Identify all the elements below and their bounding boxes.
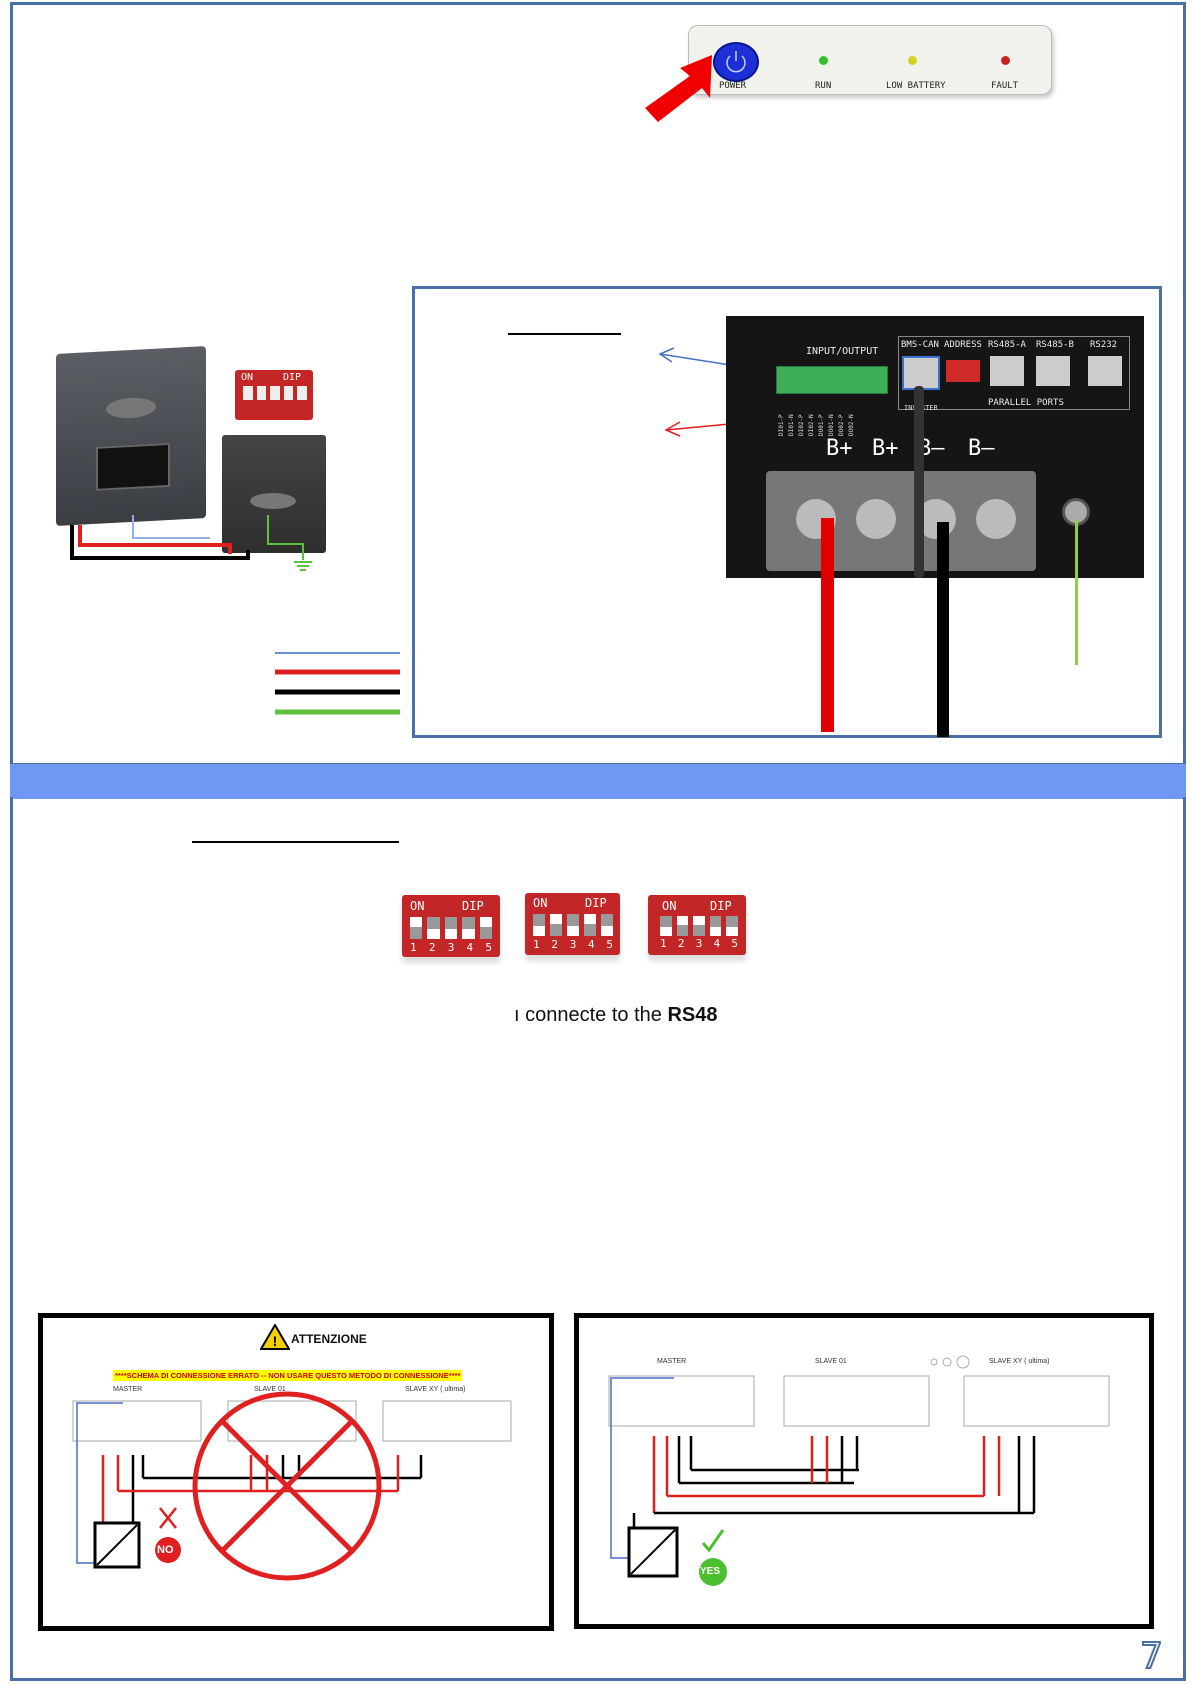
wrong-wiring-lines — [72, 1391, 512, 1581]
power-button[interactable] — [713, 42, 759, 82]
port-rs485-b: RS485-B — [1036, 340, 1074, 350]
port-rs232: RS232 — [1090, 340, 1118, 350]
dip-switches — [243, 386, 307, 400]
warning-banner: ****SCHEMA DI CONNESSIONE ERRATO -- NON … — [113, 1370, 463, 1381]
rs485-b-jack[interactable] — [1036, 356, 1070, 386]
fault-led — [1001, 56, 1010, 65]
bms-cable — [914, 386, 924, 578]
fragment-mid: to the — [611, 1004, 668, 1026]
io-pin: DO01-N — [828, 414, 835, 436]
io-pin: DO01-P — [818, 414, 825, 436]
body-text-fragment: ı connecte to the RS48 — [514, 1004, 718, 1027]
dip-dip-label: DIP — [462, 899, 484, 913]
power-label: POWER — [719, 81, 747, 91]
dip-dip-label: DIP — [283, 372, 302, 383]
io-pin: DI01-P — [778, 414, 785, 436]
io-terminal-block — [776, 366, 888, 394]
negative-cable — [937, 522, 949, 737]
heading-underline-2 — [192, 841, 399, 843]
ports-frame — [898, 336, 1130, 410]
led-panel: POWER RUN LOW BATTERY FAULT — [688, 25, 1052, 95]
rs232-jack[interactable] — [1088, 356, 1122, 386]
positive-cable — [821, 518, 834, 732]
parallel-ports-label: PARALLEL PORTS — [988, 398, 1064, 408]
dip-on-label: ON — [241, 372, 254, 383]
wrong-connection-diagram: ! ATTENZIONE ****SCHEMA DI CONNESSIONE E… — [38, 1313, 554, 1631]
power-icon — [726, 51, 746, 73]
correct-connection-diagram: MASTER SLAVE 01 SLAVE XY ( ultima) YES — [574, 1313, 1154, 1629]
battery-logo — [250, 493, 296, 509]
fragment-prefix: ı connecte — [514, 1004, 607, 1026]
ground-cable — [1075, 520, 1078, 665]
yes-badge: YES — [700, 1566, 721, 1577]
terminal-b-plus-2: B+ — [872, 436, 899, 461]
io-header: INPUT/OUTPUT — [806, 346, 879, 357]
port-address: ADDRESS — [944, 340, 982, 350]
low-battery-led — [908, 56, 917, 65]
dip-switch-small: ON DIP — [235, 370, 313, 420]
inverter-illustration: ON DIP — [50, 346, 370, 610]
dip-dip-label: DIP — [710, 899, 732, 913]
dip-on-label: ON — [410, 899, 425, 913]
svg-text:!: ! — [273, 1333, 278, 1349]
warning-title: ATTENZIONE — [291, 1332, 367, 1346]
run-led — [819, 56, 828, 65]
slave-last-label: SLAVE XY ( ultima) — [989, 1358, 1050, 1365]
no-badge: NO — [157, 1544, 174, 1556]
slave-last-label: SLAVE XY ( ultima) — [405, 1386, 466, 1393]
dip-dip-label: DIP — [585, 896, 607, 910]
slave-01-label: SLAVE 01 — [815, 1358, 847, 1365]
io-pin: DI02-N — [808, 414, 815, 436]
dip-on-label: ON — [662, 899, 677, 913]
io-pin: DI01-N — [788, 414, 795, 436]
terminal-b-minus-2: B– — [968, 436, 995, 461]
io-pin: DI02-P — [798, 414, 805, 436]
page-number: 7 — [1139, 1635, 1164, 1678]
battery-terminal-photo: INPUT/OUTPUT DI01-P DI01-N DI02-P DI02-N… — [726, 316, 1144, 578]
master-label: MASTER — [657, 1358, 687, 1365]
io-pin: DO02-N — [848, 414, 855, 436]
io-pin-labels: DI01-P DI01-N DI02-P DI02-N DO01-P DO01-… — [778, 396, 888, 436]
bottom-section-frame — [10, 797, 1186, 1681]
red-arrow-icon — [645, 55, 712, 122]
fault-label: FAULT — [991, 81, 1019, 91]
dip-on-label: ON — [533, 896, 548, 910]
low-battery-label: LOW BATTERY — [886, 81, 946, 91]
run-label: RUN — [815, 81, 832, 91]
fragment-bold: RS48 — [667, 1004, 718, 1026]
bms-can-jack[interactable] — [902, 356, 940, 390]
master-label: MASTER — [113, 1386, 143, 1393]
wiring-lines — [70, 515, 312, 571]
port-rs485-a: RS485-A — [988, 340, 1026, 350]
battery-body — [222, 435, 326, 553]
port-bms-can: BMS-CAN — [901, 340, 939, 350]
io-pin: DO02-P — [838, 414, 845, 436]
terminal-block — [766, 471, 1036, 571]
correct-wiring-lines — [608, 1355, 1110, 1586]
address-dip[interactable] — [946, 360, 980, 382]
rs485-a-jack[interactable] — [990, 356, 1024, 386]
terminal-b-plus-1: B+ — [826, 436, 853, 461]
warning-icon: ! — [260, 1324, 290, 1350]
section-divider-band — [10, 764, 1186, 799]
cable-legend — [275, 652, 400, 716]
heading-underline-1 — [508, 333, 621, 335]
slave-01-label: SLAVE 01 — [254, 1386, 286, 1393]
